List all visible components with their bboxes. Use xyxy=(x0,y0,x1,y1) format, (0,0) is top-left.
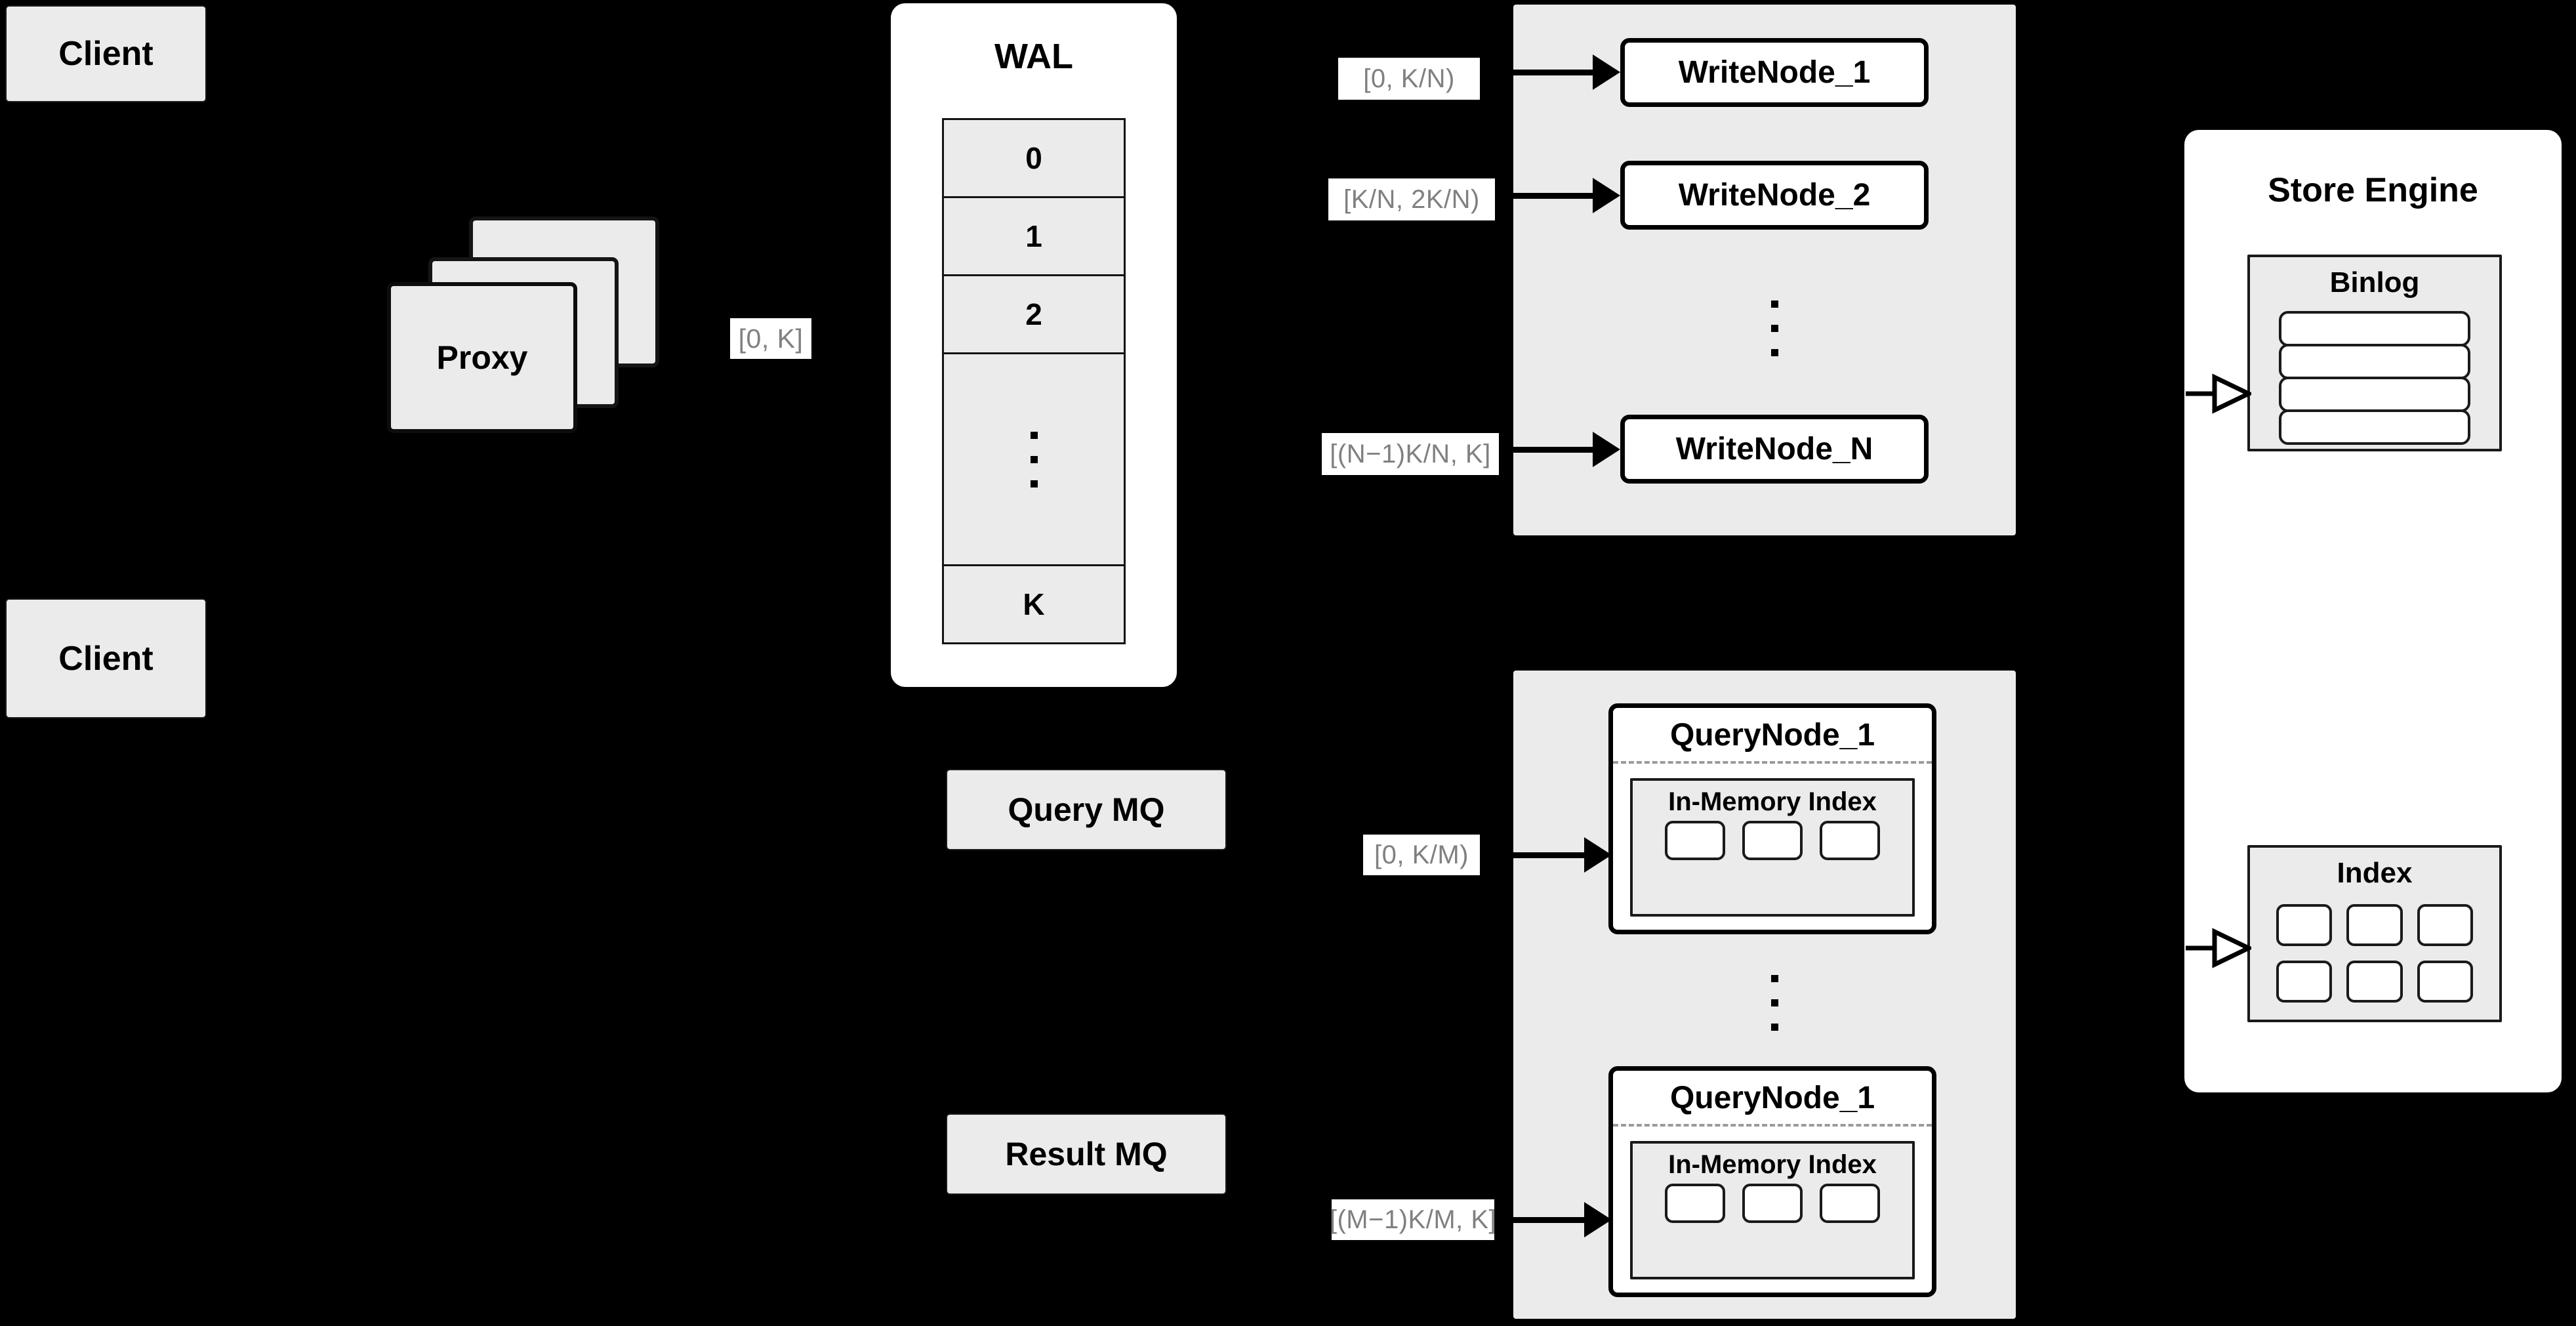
query-mq-label: Query MQ xyxy=(1008,791,1165,828)
arrow-to-write-node-2 xyxy=(1513,178,1620,213)
index-segment-chip[interactable] xyxy=(1665,821,1725,860)
store-engine-title: Store Engine xyxy=(2268,171,2478,209)
index-chip[interactable] xyxy=(2417,961,2473,1003)
wal-row[interactable]: 2 xyxy=(942,274,1126,354)
in-memory-index-title: In-Memory Index xyxy=(1668,1150,1877,1179)
wal-row-value: 0 xyxy=(1025,141,1042,175)
in-memory-index-panel: In-Memory Index xyxy=(1630,778,1915,917)
write-cluster-ellipsis-icon xyxy=(1768,276,1781,381)
binlog-row[interactable] xyxy=(2279,344,2470,379)
write-node-tag-text: [0, K/N) xyxy=(1363,64,1455,93)
write-node-n[interactable]: WriteNode_N xyxy=(1620,415,1929,484)
wal-panel: WAL 0 1 2 K xyxy=(891,3,1177,687)
query-node-1-tag: [0, K/M) xyxy=(1363,835,1480,875)
client-box-1[interactable]: Client xyxy=(5,5,207,102)
store-engine-panel: Store Engine Binlog Index xyxy=(2184,130,2562,1092)
write-node-n-tag: [(N−1)K/N, K] xyxy=(1322,433,1499,475)
index-segment-chip[interactable] xyxy=(1820,1184,1880,1223)
query-node-label: QueryNode_1 xyxy=(1669,718,1875,753)
index-chip[interactable] xyxy=(2346,961,2403,1003)
wal-row[interactable]: K xyxy=(942,564,1126,644)
write-node-1[interactable]: WriteNode_1 xyxy=(1620,38,1929,107)
wal-row-value: 2 xyxy=(1025,297,1042,331)
arrow-to-query-node-1 xyxy=(1513,837,1612,873)
wal-title: WAL xyxy=(994,37,1073,76)
query-node-label: QueryNode_1 xyxy=(1669,1081,1875,1115)
arrow-to-index xyxy=(2186,925,2251,971)
vertical-ellipsis-icon xyxy=(1030,431,1038,487)
write-node-2[interactable]: WriteNode_2 xyxy=(1620,161,1929,230)
index-segment-chip[interactable] xyxy=(1742,821,1803,860)
binlog-row[interactable] xyxy=(2279,311,2470,346)
client-label: Client xyxy=(58,35,153,73)
query-node-divider xyxy=(1613,761,1932,764)
index-chip[interactable] xyxy=(2276,904,2333,946)
result-mq-box[interactable]: Result MQ xyxy=(946,1113,1227,1195)
write-node-label: WriteNode_N xyxy=(1675,432,1873,466)
query-node-m-tag: [(M−1)K/M, K] xyxy=(1329,1199,1497,1240)
index-chip-grid xyxy=(2250,890,2499,1003)
binlog-panel: Binlog xyxy=(2247,255,2502,451)
arrow-to-binlog xyxy=(2186,371,2251,417)
index-chip[interactable] xyxy=(2276,961,2333,1003)
client-box-2[interactable]: Client xyxy=(5,598,207,718)
arrow-to-write-node-1 xyxy=(1513,54,1620,90)
query-node-m[interactable]: QueryNode_1 In-Memory Index xyxy=(1608,1066,1936,1297)
write-node-2-tag: [K/N, 2K/N) xyxy=(1328,178,1495,220)
proxy-output-tag-text: [0, K] xyxy=(738,323,804,354)
query-node-divider xyxy=(1613,1124,1932,1127)
write-node-tag-text: [K/N, 2K/N) xyxy=(1343,184,1480,214)
index-chip-row xyxy=(2276,904,2473,946)
proxy-stack[interactable]: Proxy xyxy=(384,217,672,433)
result-mq-label: Result MQ xyxy=(1005,1136,1168,1172)
write-node-tag-text: [(N−1)K/N, K] xyxy=(1330,439,1491,468)
index-chip-row xyxy=(2276,961,2473,1003)
write-node-1-tag: [0, K/N) xyxy=(1338,58,1480,100)
arrow-to-write-node-n xyxy=(1513,432,1620,467)
proxy-label: Proxy xyxy=(436,339,528,376)
index-segment-chip[interactable] xyxy=(1820,821,1880,860)
index-segment-chip[interactable] xyxy=(1665,1184,1725,1223)
index-segment-row xyxy=(1633,821,1912,868)
in-memory-index-title: In-Memory Index xyxy=(1668,787,1877,816)
wal-row-value: 1 xyxy=(1025,219,1042,253)
binlog-row-list xyxy=(2250,299,2499,445)
proxy-card-front[interactable]: Proxy xyxy=(387,282,577,433)
wal-row-list: 0 1 2 K xyxy=(942,118,1126,644)
wal-row-value: K xyxy=(1023,587,1045,621)
wal-row-ellipsis xyxy=(942,352,1126,566)
binlog-title: Binlog xyxy=(2329,266,2420,299)
query-mq-box[interactable]: Query MQ xyxy=(946,769,1227,850)
arrow-to-query-node-m xyxy=(1513,1202,1612,1237)
index-segment-chip[interactable] xyxy=(1742,1184,1803,1223)
index-segment-row xyxy=(1633,1184,1912,1231)
write-node-label: WriteNode_1 xyxy=(1678,55,1871,90)
query-cluster-ellipsis-icon xyxy=(1768,950,1781,1055)
proxy-output-tag: [0, K] xyxy=(730,318,811,359)
client-label: Client xyxy=(58,639,153,678)
binlog-row[interactable] xyxy=(2279,377,2470,412)
wal-row[interactable]: 1 xyxy=(942,196,1126,276)
query-node-tag-text: [(M−1)K/M, K] xyxy=(1329,1205,1497,1234)
index-title: Index xyxy=(2337,857,2413,889)
query-node-tag-text: [0, K/M) xyxy=(1374,840,1469,869)
index-chip[interactable] xyxy=(2346,904,2403,946)
query-node-1[interactable]: QueryNode_1 In-Memory Index xyxy=(1608,703,1936,934)
in-memory-index-panel: In-Memory Index xyxy=(1630,1141,1915,1279)
index-chip[interactable] xyxy=(2417,904,2473,946)
wal-row[interactable]: 0 xyxy=(942,118,1126,198)
write-node-label: WriteNode_2 xyxy=(1678,178,1871,213)
index-panel: Index xyxy=(2247,845,2502,1022)
binlog-row[interactable] xyxy=(2279,409,2470,445)
